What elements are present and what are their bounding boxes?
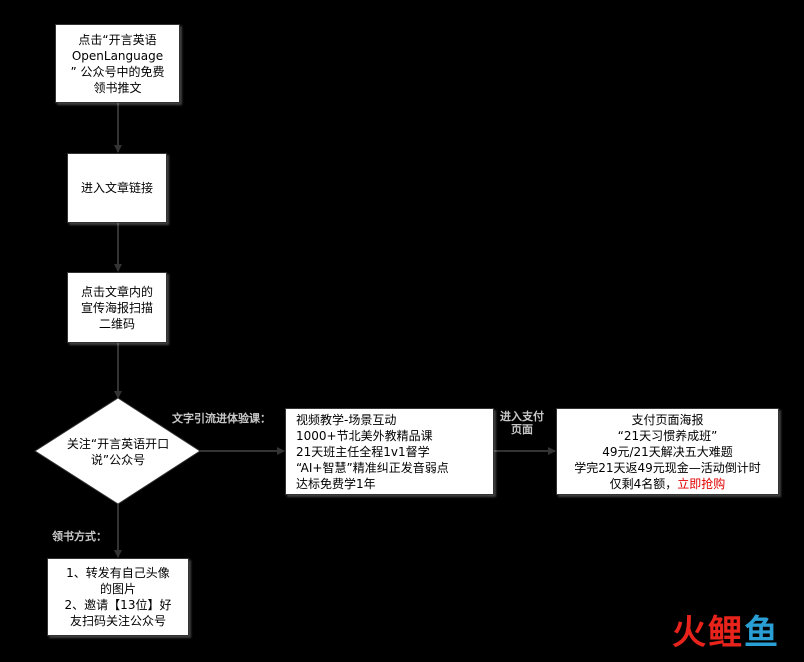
step2-node: 进入文章链接 <box>67 153 167 223</box>
course-line: 达标免费学1年 <box>296 476 376 491</box>
book-line: 友扫码关注公众号 <box>69 614 166 628</box>
course-line: 1000+节北美外教精品课 <box>296 428 433 443</box>
payment-node: 支付页面海报 “21天习惯养成班” 49元/21天解决五大难题 学完21天返49… <box>556 408 779 495</box>
step1-line: 点击“开言英语 <box>78 32 157 47</box>
watermark-logo: 火鲤鱼 <box>672 605 780 654</box>
course-line: “AI+智慧”精准纠正发音弱点 <box>296 460 449 475</box>
edge-label-to-book: 领书方式： <box>52 530 107 543</box>
payment-line: 49元/21天解决五大难题 <box>602 444 733 459</box>
book-line: 2、邀请【13位】好 <box>64 598 172 612</box>
watermark-char: 鲤 <box>708 613 744 653</box>
step1-line: ” 公众号中的免费 <box>70 64 165 79</box>
edge-label-to-payment-line: 页面 <box>511 423 533 436</box>
step1-line: OpenLanguage <box>71 48 164 63</box>
step1-node: 点击“开言英语 OpenLanguage ” 公众号中的免费 领书推文 <box>55 24 180 103</box>
decision-line: 说”公众号 <box>90 453 146 467</box>
course-node: 视频教学-场景互动 1000+节北美外教精品课 21天班主任全程1v1督学 “A… <box>285 408 494 495</box>
payment-line: 学完21天返49元现金—活动倒计时 <box>574 460 761 475</box>
course-line: 21天班主任全程1v1督学 <box>296 444 430 459</box>
watermark-char: 火 <box>672 613 708 653</box>
decision-line: 关注“开言英语开口 <box>66 437 170 451</box>
book-line: 的图片 <box>99 582 136 596</box>
watermark-char: 鱼 <box>744 613 780 653</box>
edge-label-to-payment-line: 进入支付 <box>500 410 544 423</box>
step3-node: 点击文章内的 宣传海报扫描 二维码 <box>67 272 167 343</box>
book-line: 1、转发有自己头像 <box>66 566 170 580</box>
step3-line: 宣传海报扫描 <box>80 300 153 315</box>
book-node: 1、转发有自己头像 的图片 2、邀请【13位】好 友扫码关注公众号 <box>47 558 189 636</box>
payment-line: “21天习惯养成班” <box>617 428 718 443</box>
edge-label-to-payment: 进入支付 页面 <box>500 410 544 436</box>
step1-line: 领书推文 <box>93 80 142 95</box>
payment-remaining: 仅剩4名额， <box>609 476 678 491</box>
step3-line: 二维码 <box>98 316 135 331</box>
decision-diamond <box>34 397 201 505</box>
payment-last-line: 仅剩4名额，立即抢购 <box>574 476 761 492</box>
buy-now-link: 立即抢购 <box>677 476 726 491</box>
decision-text: 关注“开言英语开口 说”公众号 <box>48 436 188 468</box>
step3-line: 点击文章内的 <box>80 284 153 299</box>
course-line: 视频教学-场景互动 <box>296 412 397 427</box>
payment-line: 支付页面海报 <box>631 412 704 427</box>
step2-label: 进入文章链接 <box>80 181 153 195</box>
edge-label-to-course: 文字引流进体验课： <box>172 412 271 425</box>
